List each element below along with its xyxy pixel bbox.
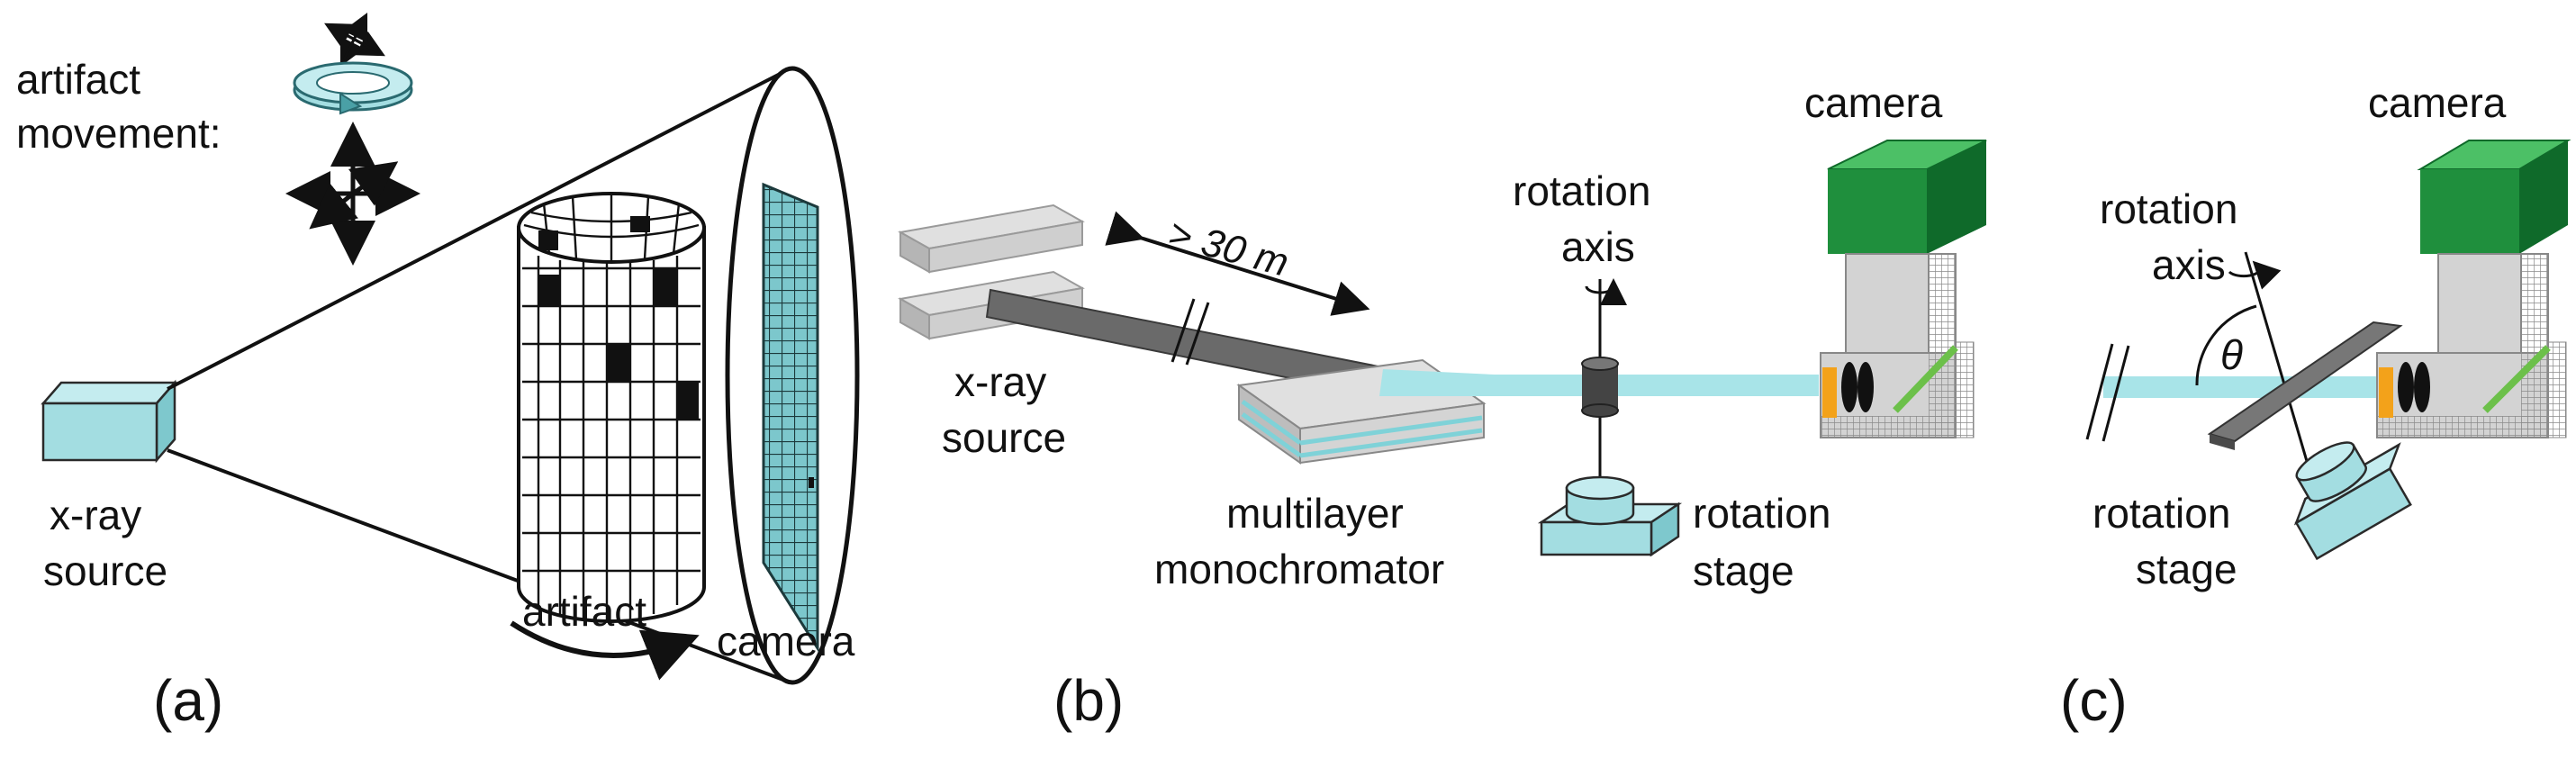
panel-tag-c: (c) [2060,668,2128,733]
beam-c [2103,376,2377,398]
rotation-stage-label-b-line1: rotation [1693,490,1830,537]
rotation-stage-c [2293,441,2412,561]
multilayer-monochromator [1236,358,1487,465]
tilted-sample-plate [2207,321,2403,450]
artifact-label: artifact [522,588,646,635]
source-label-line2: source [43,547,167,594]
panel-b: > 30 m [898,79,1987,733]
sample-cylinder [1581,357,1619,418]
translate-arrows-small-icon [324,12,385,68]
source-label-b-line1: x-ray [954,358,1046,405]
camera-label-b: camera [1804,79,1943,126]
rotation-axis-assembly [1581,278,1627,486]
rotation-stage-label-c-line1: rotation [2092,490,2230,537]
camera-assembly-c [2376,140,2571,438]
rotate-ring-icon [293,61,413,115]
monochromator-label-line1: multilayer [1226,490,1404,537]
rotation-stage-label-b-line2: stage [1693,547,1794,594]
camera-label-c: camera [2368,79,2507,126]
xray-cone [167,66,860,685]
rotation-stage-label-c-line2: stage [2136,546,2237,592]
xray-source-cube [41,379,177,464]
detector-grid [762,182,819,654]
panel-c: θ rotatio [2060,79,2571,733]
translate-arrows-large-icon [285,122,420,266]
theta-label: θ [2220,331,2243,378]
rotation-axis-label-c-line1: rotation [2100,185,2237,232]
movement-label-line1: artifact [16,56,140,103]
movement-label-line2: movement: [16,110,221,157]
monochromator-label-line2: monochromator [1154,546,1444,592]
artifact-cylinder [510,192,706,681]
movement-icons [285,12,420,266]
rotation-axis-label-b-line1: rotation [1513,167,1650,214]
panel-tag-a: (a) [153,668,223,733]
camera-label-a: camera [717,618,855,664]
rotation-stage [1537,475,1683,557]
source-label-b-line2: source [942,414,1066,461]
theta-arc [2195,304,2257,386]
panel-tag-b: (b) [1053,668,1124,733]
source-label-line1: x-ray [50,492,141,538]
rotation-axis-label-b-line2: axis [1561,223,1635,270]
distance-label: > 30 m [1163,211,1293,285]
camera-assembly-b [1820,140,1987,438]
panel-a: artifact movement: x-ray source artifact… [16,12,860,733]
beam-break-mark-c [2085,343,2130,442]
distance-arrow [1105,211,1370,316]
rotation-axis-label-c-line2: axis [2152,241,2226,288]
